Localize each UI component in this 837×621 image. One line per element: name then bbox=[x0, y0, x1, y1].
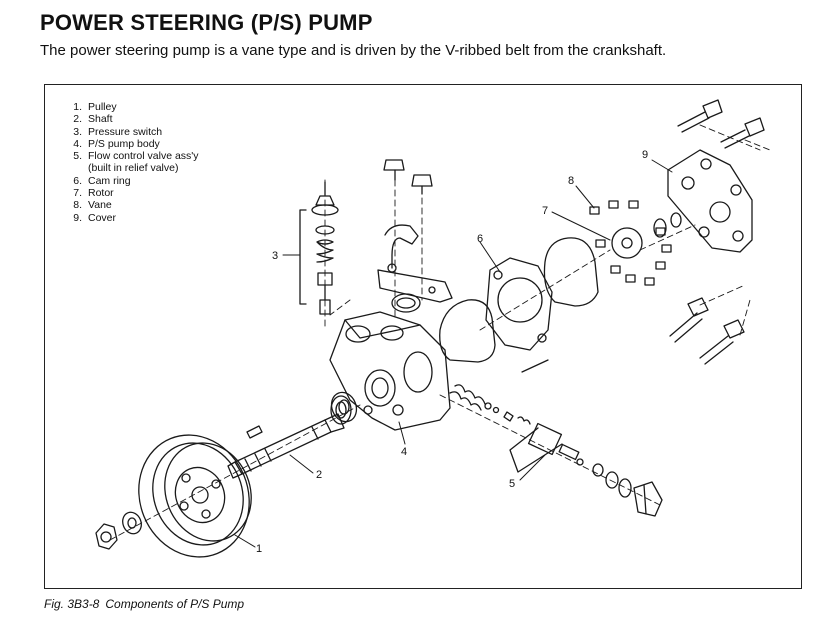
cam-ring-gasket bbox=[543, 237, 599, 307]
callout-3: 3 bbox=[272, 250, 278, 262]
oil-seal bbox=[330, 395, 352, 425]
figure-number: Fig. 3B3-8 bbox=[44, 597, 100, 611]
cam-ring-part bbox=[485, 257, 553, 373]
callout-6: 6 bbox=[477, 233, 483, 245]
body-gasket bbox=[439, 299, 496, 363]
cover-bolts bbox=[669, 99, 765, 365]
legend-item: 9.Cover bbox=[73, 211, 117, 224]
legend-item: 2.Shaft bbox=[73, 113, 113, 126]
cover-o-rings bbox=[653, 212, 682, 238]
legend-item: 3.Pressure switch bbox=[73, 125, 163, 138]
callout-8: 8 bbox=[568, 175, 574, 187]
pipe-bracket bbox=[377, 224, 453, 313]
legend-item: 4.P/S pump body bbox=[73, 137, 160, 150]
pump-body-part bbox=[329, 311, 451, 431]
callout-1: 1 bbox=[256, 543, 262, 555]
pulley-washer bbox=[122, 511, 142, 535]
pressure-switch-part bbox=[299, 181, 339, 315]
page-title: POWER STEERING (P/S) PUMP bbox=[40, 10, 373, 35]
figure-title: Components of P/S Pump bbox=[105, 597, 245, 611]
callout-9: 9 bbox=[642, 149, 648, 161]
cover-part bbox=[667, 149, 753, 253]
figure-caption: Fig. 3B3-8 Components of P/S Pump bbox=[44, 597, 244, 611]
legend-item: 6.Cam ring bbox=[73, 174, 131, 187]
vane-parts bbox=[589, 200, 672, 286]
legend-item: 7.Rotor bbox=[73, 187, 114, 200]
legend-item: (built in relief valve) bbox=[88, 162, 179, 175]
flow-control-valve-part bbox=[449, 384, 663, 517]
diagram-frame bbox=[44, 84, 802, 589]
shaft-part bbox=[227, 391, 358, 479]
rotor-part bbox=[611, 227, 643, 259]
callout-labels: 1 2 3 4 5 6 7 8 9 bbox=[256, 149, 648, 555]
legend-item: 1.Pulley bbox=[73, 101, 117, 113]
leader-lines bbox=[234, 159, 673, 548]
parts-legend: 1.Pulley 2.Shaft 3.Pressure switch 4.P/S… bbox=[64, 101, 199, 224]
callout-5: 5 bbox=[509, 478, 515, 490]
pulley-nut bbox=[95, 523, 118, 550]
callout-7: 7 bbox=[542, 205, 548, 217]
fitting-bolts bbox=[383, 159, 433, 195]
callout-4: 4 bbox=[401, 446, 407, 458]
callout-2: 2 bbox=[316, 469, 322, 481]
page-description: The power steering pump is a vane type a… bbox=[40, 42, 667, 59]
pulley-part bbox=[138, 434, 252, 558]
legend-item: 5.Flow control valve ass'y bbox=[73, 150, 199, 163]
legend-item: 8.Vane bbox=[73, 199, 112, 212]
